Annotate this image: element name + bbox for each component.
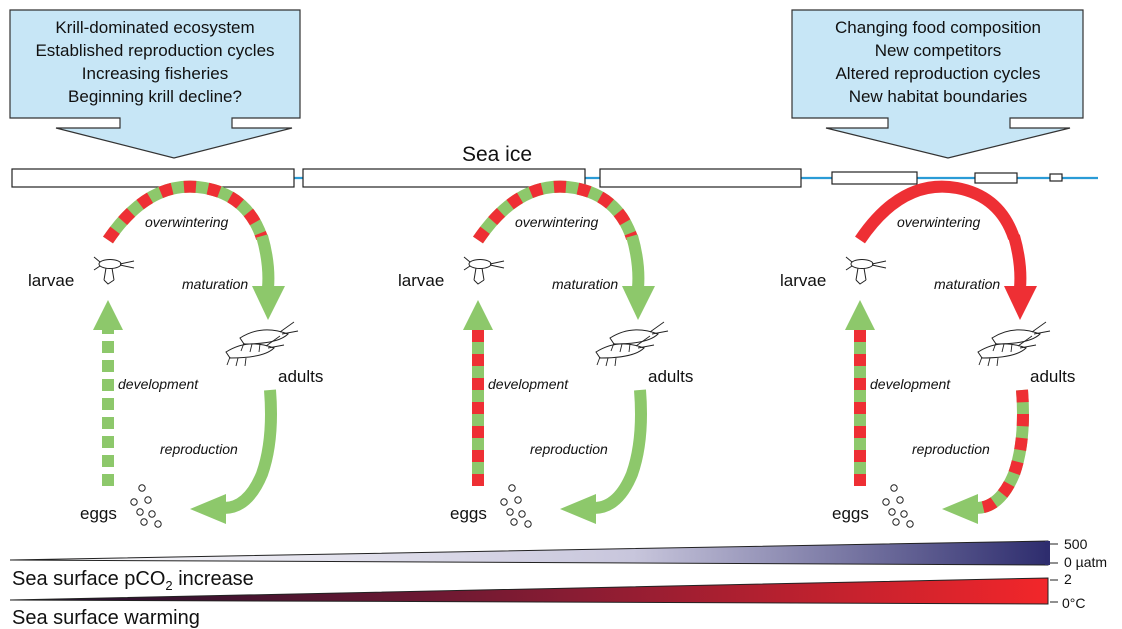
overwintering-label: overwintering [515, 214, 598, 230]
eggs-icon [500, 484, 532, 528]
reproduction-arrowhead [942, 494, 978, 524]
larva-icon [845, 256, 887, 285]
pco2-gradient-scale: 500 0 µatm Sea surface pCO2 increase [9, 536, 1107, 593]
callout-left: Krill-dominated ecosystem Established re… [9, 9, 301, 159]
callout-left-line-3: Increasing fisheries [82, 64, 228, 83]
sea-ice-floe [974, 172, 1018, 184]
pco2-title: Sea surface pCO2 increase [12, 568, 254, 593]
larvae-label: larvae [398, 271, 444, 290]
development-arrowhead [463, 300, 493, 330]
larvae-label: larvae [780, 271, 826, 290]
maturation-label: maturation [552, 276, 618, 292]
reproduction-arc [593, 389, 647, 514]
sea-ice-floe [11, 168, 295, 188]
reproduction-arrowhead [190, 494, 226, 524]
warming-min-label: 0°C [1062, 595, 1086, 611]
callout-right-line-4: New habitat boundaries [849, 87, 1028, 106]
life-cycles: overwintering maturation development reprod… [28, 180, 1075, 528]
reproduction-arc [223, 389, 277, 514]
overwintering-arc-stripes [103, 180, 268, 244]
overwintering-arc-stripes [473, 180, 638, 244]
adult-krill-icon [225, 321, 299, 367]
larvae-label: larvae [28, 271, 74, 290]
eggs-icon [882, 484, 914, 528]
eggs-label: eggs [80, 504, 117, 523]
reproduction-label: reproduction [160, 441, 238, 457]
maturation-arrowhead [252, 286, 285, 320]
maturation-arc [1008, 234, 1027, 289]
eggs-icon [130, 484, 162, 528]
pco2-wedge [9, 540, 1049, 566]
eggs-label: eggs [450, 504, 487, 523]
reproduction-label: reproduction [912, 441, 990, 457]
callout-right: Changing food composition New competitor… [791, 9, 1084, 159]
warming-title: Sea surface warming [12, 607, 200, 629]
callout-left-line-4: Beginning krill decline? [68, 87, 242, 106]
callout-left-line-1: Krill-dominated ecosystem [55, 18, 254, 37]
adult-krill-icon [595, 321, 669, 367]
pco2-min-label: 0 µatm [1064, 554, 1107, 570]
adults-label: adults [648, 367, 693, 386]
development-arrowhead [93, 300, 123, 330]
callout-left-line-2: Established reproduction cycles [35, 41, 274, 60]
overwintering-arc [855, 180, 1020, 244]
pco2-wedge-end [1045, 541, 1050, 565]
pco2-max-label: 500 [1064, 536, 1088, 552]
callout-right-line-3: Altered reproduction cycles [835, 64, 1040, 83]
development-arrowhead [845, 300, 875, 330]
reproduction-arrowhead [560, 494, 596, 524]
adults-label: adults [278, 367, 323, 386]
development-label: development [118, 376, 199, 392]
reproduction-arc-stripes [975, 389, 1029, 514]
adult-krill-icon [977, 321, 1051, 367]
sea-ice-floe [599, 168, 802, 188]
larva-icon [93, 256, 135, 285]
sea-ice-floe [1049, 173, 1063, 182]
overwintering-label: overwintering [145, 214, 228, 230]
sea-ice-strip: Sea ice [11, 143, 1098, 188]
cycle-panel-3: overwintering maturation development reprod… [780, 180, 1075, 528]
maturation-label: maturation [182, 276, 248, 292]
reproduction-label: reproduction [530, 441, 608, 457]
adults-label: adults [1030, 367, 1075, 386]
cycle-panel-2: overwintering maturation development reprod… [398, 180, 693, 528]
overwintering-label: overwintering [897, 214, 980, 230]
cycle-panel-1: overwintering maturation development reprod… [28, 180, 323, 528]
development-label: development [870, 376, 951, 392]
sea-ice-floe [302, 168, 586, 188]
sea-ice-label: Sea ice [462, 143, 532, 166]
warming-gradient-scale: 2 0°C Sea surface warming [9, 571, 1086, 629]
maturation-arc [256, 234, 275, 289]
maturation-arc [626, 234, 645, 289]
eggs-label: eggs [832, 504, 869, 523]
warming-max-label: 2 [1064, 571, 1072, 587]
development-label: development [488, 376, 569, 392]
maturation-arrowhead [1004, 286, 1037, 320]
callout-right-line-1: Changing food composition [835, 18, 1041, 37]
warming-wedge [9, 577, 1049, 605]
maturation-label: maturation [934, 276, 1000, 292]
larva-icon [463, 256, 505, 285]
maturation-arrowhead [622, 286, 655, 320]
callout-right-line-2: New competitors [875, 41, 1002, 60]
sea-ice-floe [831, 171, 918, 185]
